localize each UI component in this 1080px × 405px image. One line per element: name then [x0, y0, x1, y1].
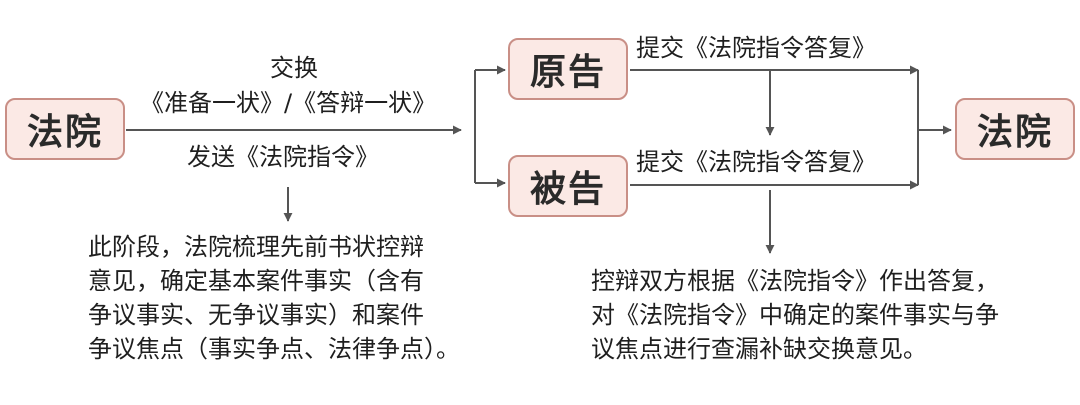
defendant-node: 被告 — [508, 155, 628, 217]
plaintiff-submit-label: 提交《法院指令答复》 — [636, 34, 876, 62]
note-line: 此阶段，法院梳理先前书状控辩 — [88, 233, 424, 261]
plaintiff-label: 原告 — [529, 51, 606, 93]
court-right-label: 法院 — [976, 111, 1053, 153]
defendant-submit-label: 提交《法院指令答复》 — [636, 148, 876, 176]
note-line: 争议焦点（事实争点、法律争点）。 — [88, 335, 460, 363]
pleadings-label: 《准备一状》/《答辩一状》 — [140, 89, 437, 117]
court-right-node: 法院 — [955, 98, 1075, 160]
note-line: 争议事实、无争议事实）和案件 — [88, 301, 424, 329]
court-left-label: 法院 — [26, 111, 103, 153]
plaintiff-node: 原告 — [508, 38, 628, 100]
exchange-label: 交换 — [270, 54, 318, 82]
parties-reply-note: 控辩双方根据《法院指令》作出答复， 对《法院指令》中确定的案件事实与争 议焦点进… — [591, 264, 999, 366]
defendant-label: 被告 — [529, 168, 606, 210]
court-left-node: 法院 — [5, 98, 125, 160]
note-line: 对《法院指令》中确定的案件事实与争 — [591, 301, 999, 329]
note-line: 控辩双方根据《法院指令》作出答复， — [591, 267, 999, 295]
note-line: 议焦点进行查漏补缺交换意见。 — [591, 335, 927, 363]
send-order-label: 发送《法院指令》 — [187, 143, 379, 171]
court-stage-note: 此阶段，法院梳理先前书状控辩 意见，确定基本案件事实（含有 争议事实、无争议事实… — [88, 230, 460, 366]
note-line: 意见，确定基本案件事实（含有 — [88, 267, 424, 295]
